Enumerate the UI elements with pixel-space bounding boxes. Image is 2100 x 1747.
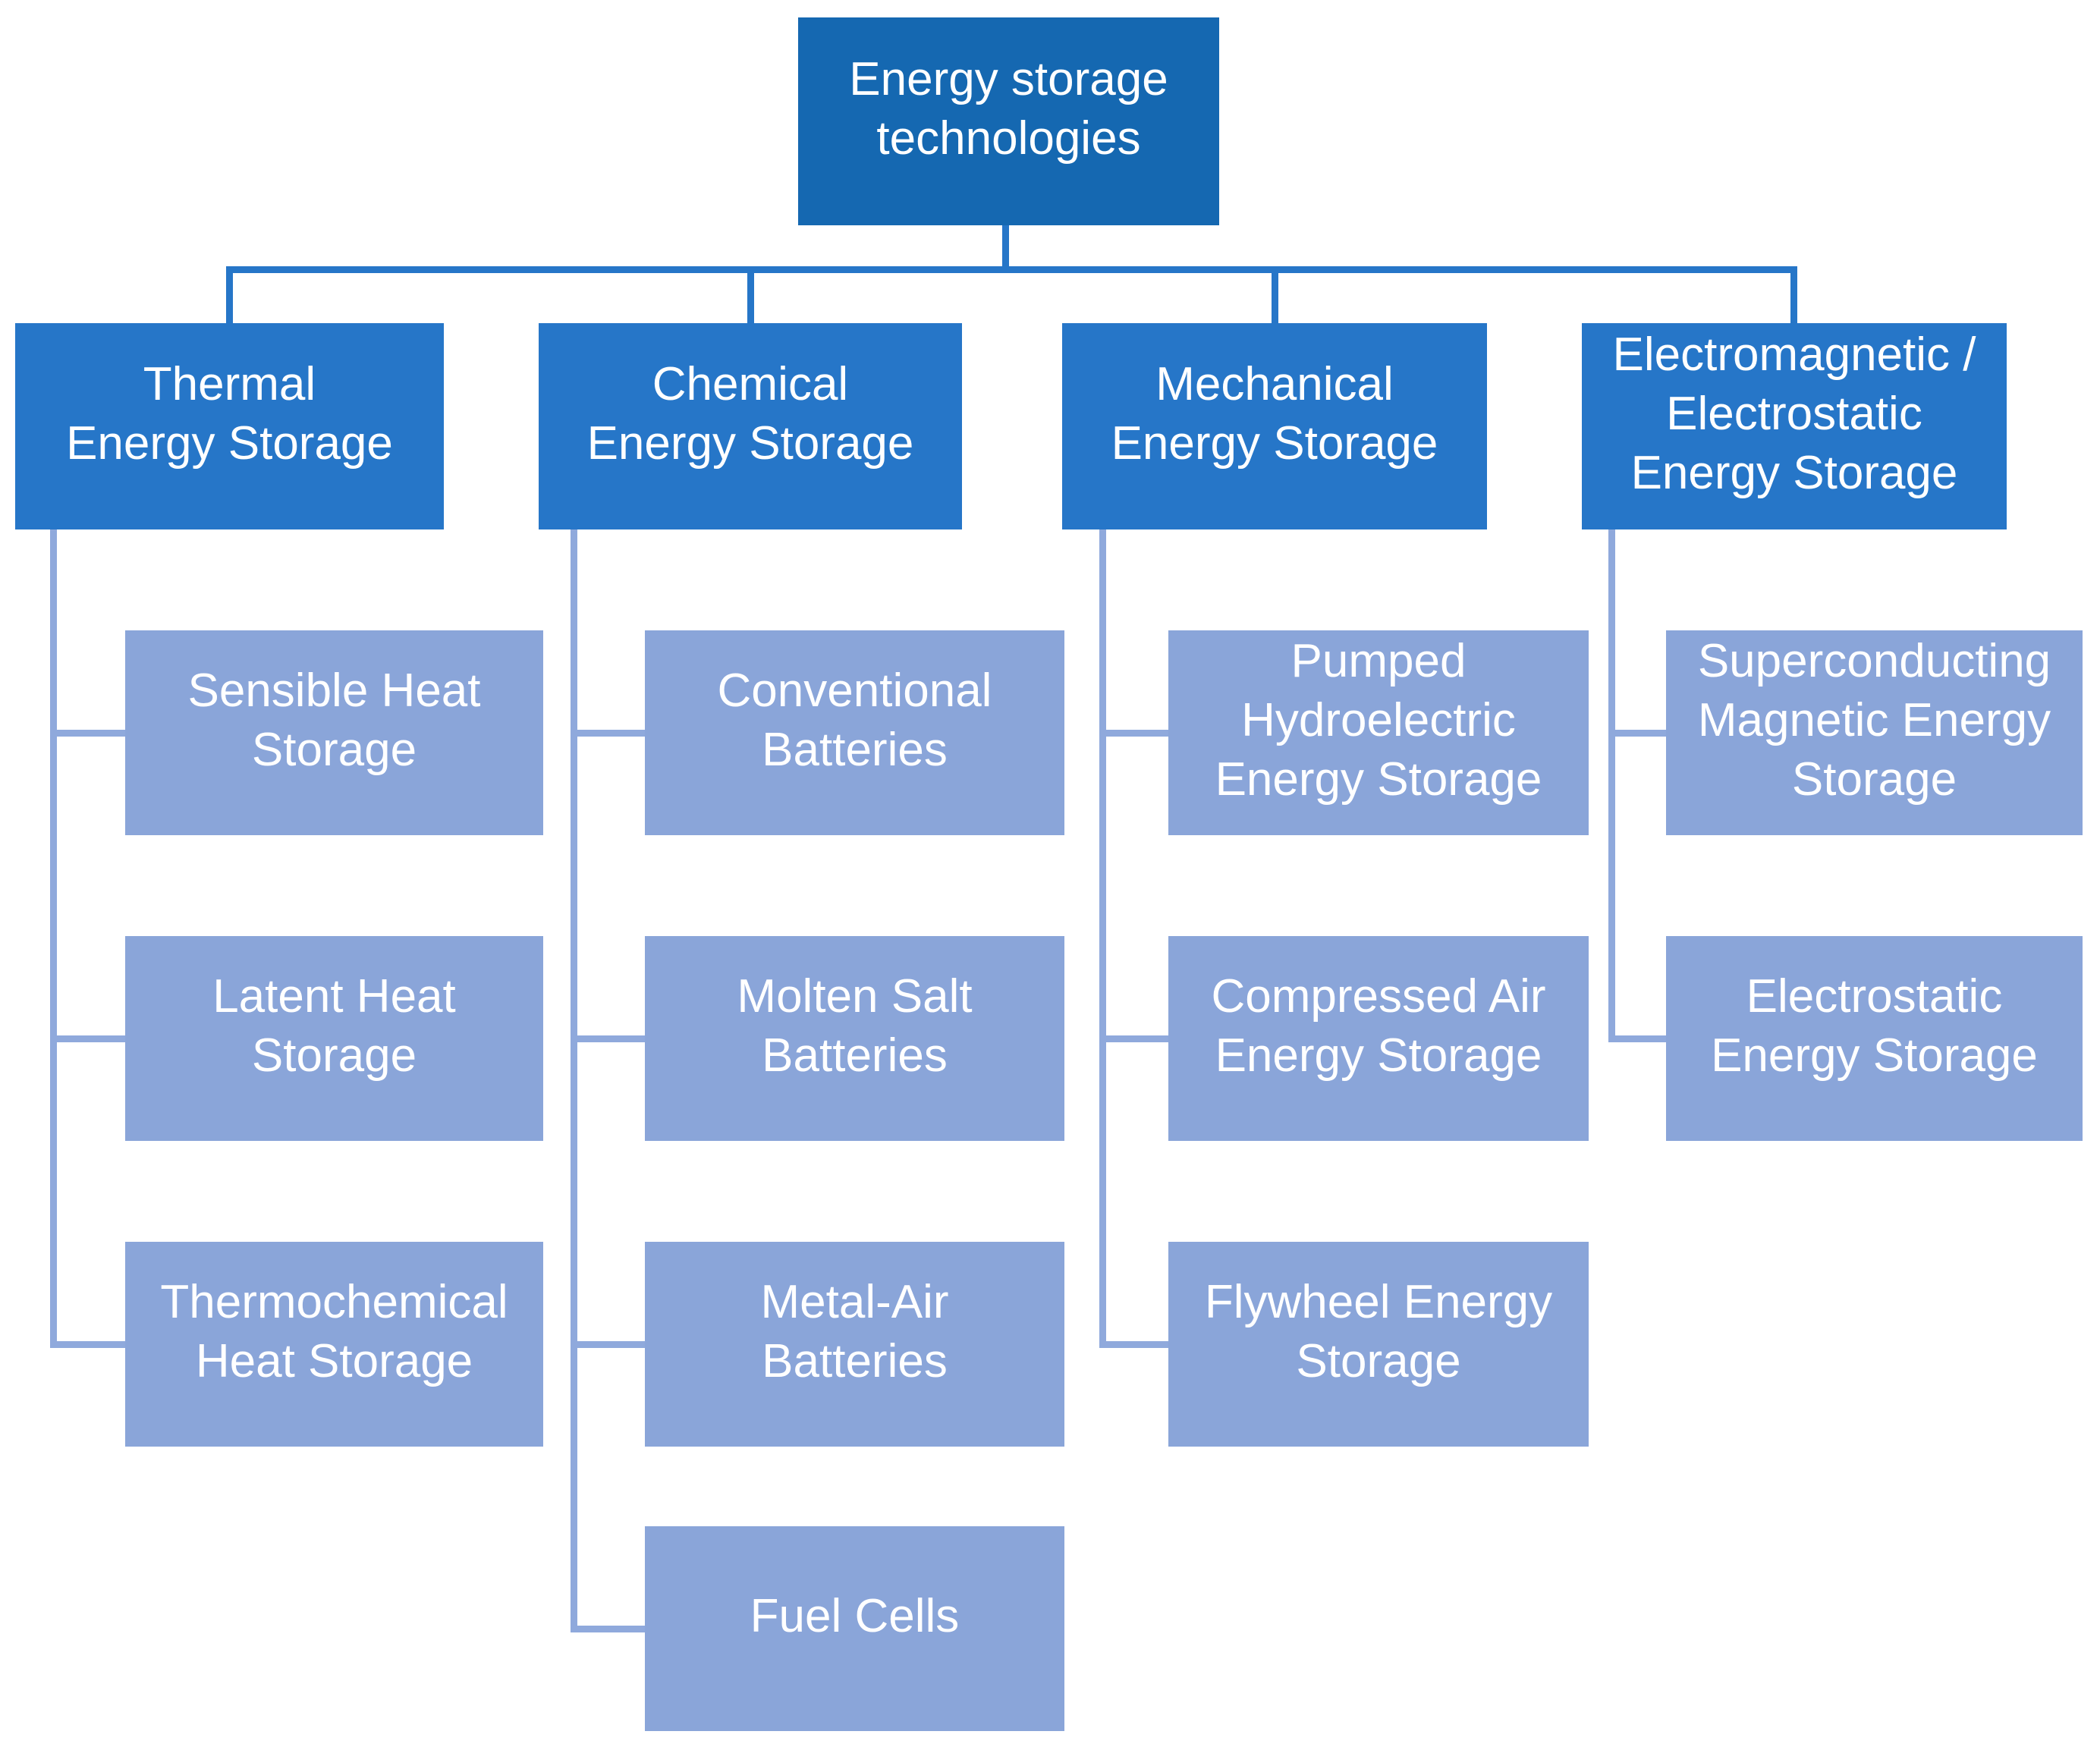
connector-chemical-child-1 — [571, 730, 645, 737]
connector-thermal-child-1 — [50, 730, 125, 737]
connector-thermal-child-3 — [50, 1341, 125, 1348]
node-energy-storage-technologies: Energy storage technologies — [798, 17, 1219, 225]
connector-stub-mechanical — [1272, 266, 1278, 325]
connector-thermal-child-2 — [50, 1035, 125, 1042]
node-electrostatic-energy-storage: Electrostatic Energy Storage — [1666, 936, 2083, 1141]
connector-chemical-child-2 — [571, 1035, 645, 1042]
node-fuel-cells: Fuel Cells — [645, 1526, 1064, 1731]
connector-root-stub — [1002, 225, 1009, 271]
connector-electromagnetic-child-1 — [1608, 730, 1666, 737]
node-superconducting-magnetic-energy-storage: Superconducting Magnetic Energy Storage — [1666, 630, 2083, 835]
connector-mechanical-vertical — [1099, 529, 1106, 1348]
connector-electromagnetic-child-2 — [1608, 1035, 1666, 1042]
connector-chemical-vertical — [571, 529, 577, 1632]
connector-stub-chemical — [747, 266, 754, 325]
node-thermal-energy-storage: Thermal Energy Storage — [15, 323, 444, 529]
node-flywheel-energy-storage: Flywheel Energy Storage — [1168, 1242, 1589, 1447]
node-conventional-batteries: Conventional Batteries — [645, 630, 1064, 835]
connector-thermal-vertical — [50, 529, 57, 1348]
connector-electromagnetic-vertical — [1608, 529, 1615, 1042]
connector-mechanical-child-1 — [1099, 730, 1168, 737]
node-molten-salt-batteries: Molten Salt Batteries — [645, 936, 1064, 1141]
connector-chemical-child-4 — [571, 1626, 645, 1632]
connector-mechanical-child-3 — [1099, 1341, 1168, 1348]
node-compressed-air-energy-storage: Compressed Air Energy Storage — [1168, 936, 1589, 1141]
connector-mechanical-child-2 — [1099, 1035, 1168, 1042]
node-metal-air-batteries: Metal-Air Batteries — [645, 1242, 1064, 1447]
node-electromagnetic-electrostatic-energy-storage: Electromagnetic / Electrostatic Energy S… — [1582, 323, 2007, 529]
connector-top-horizontal — [226, 266, 1797, 273]
node-thermochemical-heat-storage: Thermochemical Heat Storage — [125, 1242, 543, 1447]
node-chemical-energy-storage: Chemical Energy Storage — [539, 323, 962, 529]
connector-stub-thermal — [226, 266, 233, 325]
connector-chemical-child-3 — [571, 1341, 645, 1348]
node-pumped-hydroelectric-energy-storage: Pumped Hydroelectric Energy Storage — [1168, 630, 1589, 835]
connector-stub-electromagnetic — [1790, 266, 1797, 325]
node-mechanical-energy-storage: Mechanical Energy Storage — [1062, 323, 1487, 529]
node-sensible-heat-storage: Sensible Heat Storage — [125, 630, 543, 835]
node-latent-heat-storage: Latent Heat Storage — [125, 936, 543, 1141]
